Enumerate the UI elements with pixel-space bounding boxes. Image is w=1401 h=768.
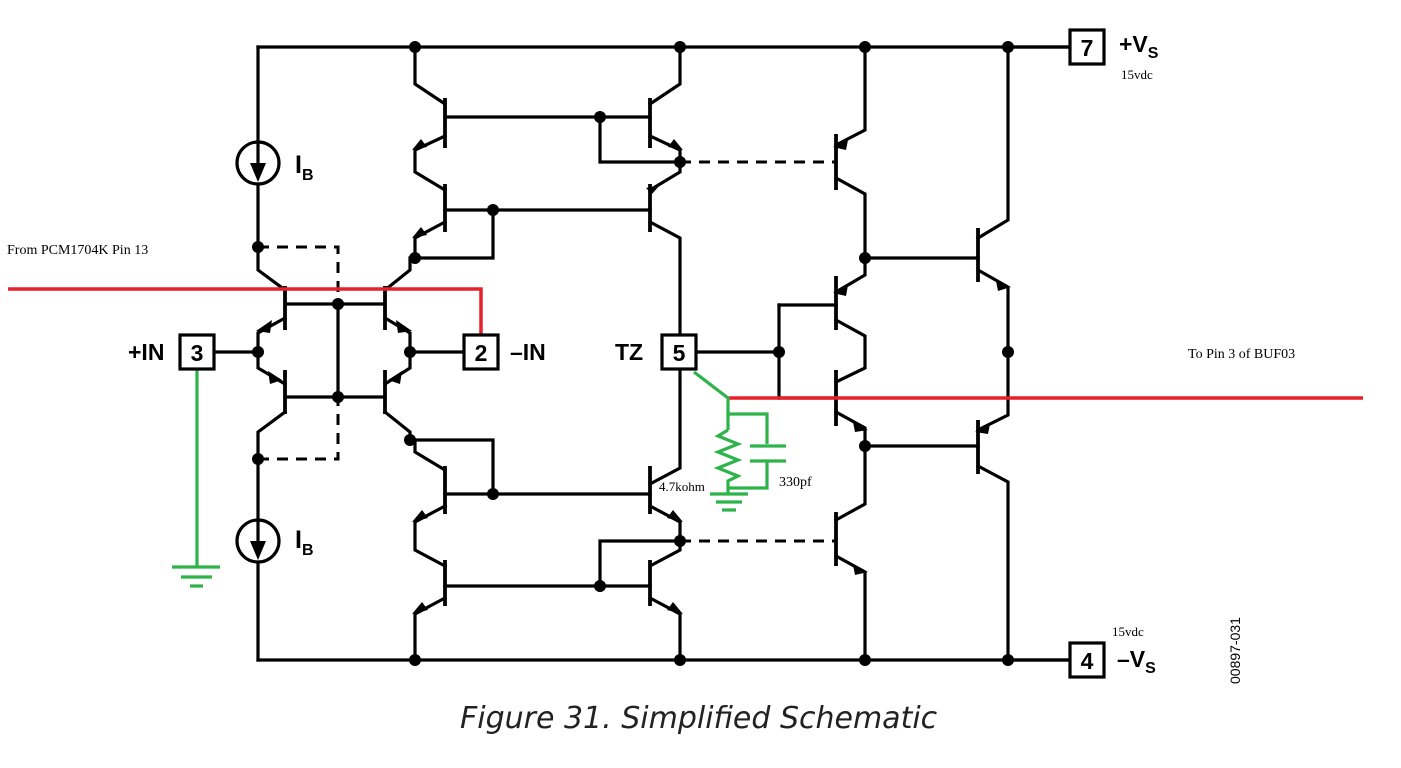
pin-2-number: 2: [475, 340, 488, 366]
pin-7-supply: 15vdc: [1121, 67, 1153, 82]
output-stage: [678, 45, 1011, 662]
pin-4-number: 4: [1081, 648, 1094, 674]
ground-symbol-left: [172, 565, 220, 588]
pin-3-label: +IN: [128, 339, 164, 365]
resistor-value: 4.7kohm: [659, 479, 705, 494]
pin-2-label: –IN: [510, 339, 546, 365]
red-signal-lines: [8, 287, 1363, 400]
capacitor-value: 330pf: [779, 475, 812, 490]
figure-code: 00897-031: [1227, 617, 1243, 684]
junction-dots: [252, 41, 1014, 666]
to-annotation: To Pin 3 of BUF03: [1188, 347, 1295, 362]
current-source-top: [235, 140, 281, 186]
pin-3-number: 3: [191, 340, 204, 366]
pin-5-label: TZ: [615, 339, 643, 365]
resistor-zigzag: [713, 428, 743, 493]
current-source-bottom: [235, 518, 281, 564]
input-stage: [214, 245, 464, 461]
pin-4-supply: 15vdc: [1112, 624, 1144, 639]
figure-caption: Figure 31. Simplified Schematic: [460, 701, 938, 736]
green-additions: [172, 370, 786, 588]
pin-5-number: 5: [673, 340, 686, 366]
pin-2: 2 –IN: [462, 333, 546, 371]
pin-3: 3 +IN: [128, 333, 216, 371]
from-annotation: From PCM1704K Pin 13: [7, 243, 148, 258]
pin-4: 4 –VS 15vdc: [1006, 624, 1156, 679]
capacitor-symbol: [728, 444, 786, 490]
pin-5: 5 TZ: [615, 333, 698, 371]
ground-symbol-rc: [710, 492, 748, 512]
lower-mirror: [408, 350, 683, 662]
pin-7-label: +VS: [1119, 31, 1159, 62]
ib-label-top: IB: [295, 151, 314, 184]
pin-4-label: –VS: [1117, 646, 1156, 677]
pin-7: 7 +VS 15vdc: [1006, 28, 1159, 82]
pin-7-number: 7: [1081, 35, 1094, 61]
upper-mirror: [412, 45, 683, 354]
ib-label-bottom: IB: [295, 526, 314, 559]
